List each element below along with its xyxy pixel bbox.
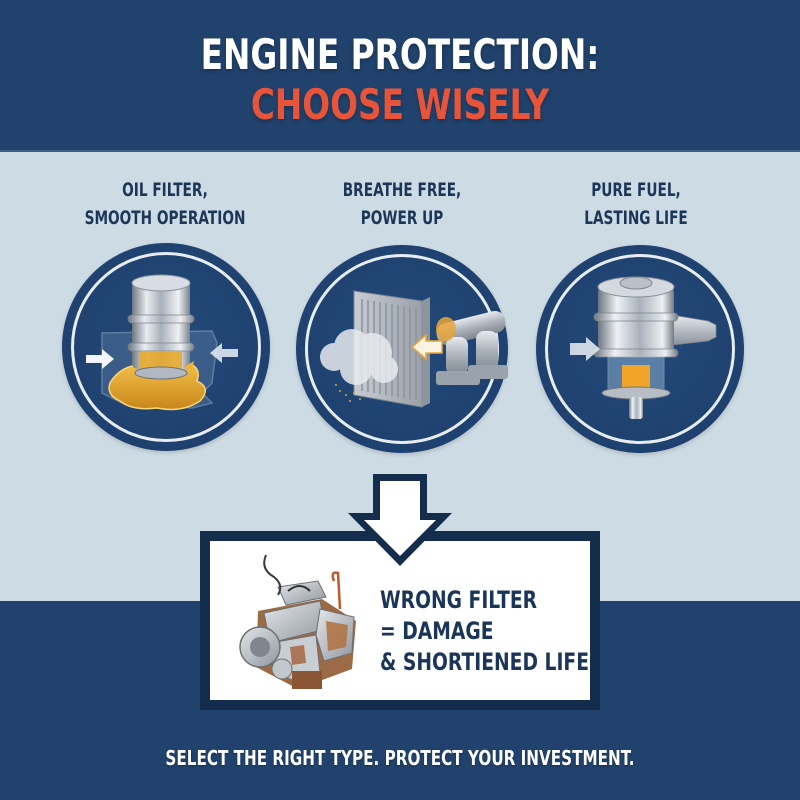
fuel-filter-caption-line2: LASTING LIFE: [584, 207, 688, 229]
page-title-line2: CHOOSE WISELY: [250, 80, 550, 129]
fuel-filter-caption: PURE FUEL, LASTING LIFE: [550, 176, 723, 232]
air-filter-caption: BREATHE FREE, POWER UP: [316, 176, 489, 232]
badge-ring: [545, 254, 735, 444]
oil-filter-caption-line2: SMOOTH OPERATION: [84, 207, 246, 229]
warning-line3: & SHORTIENED LIFE: [380, 648, 589, 676]
air-filter-caption-line1: BREATHE FREE,: [342, 179, 462, 201]
oil-filter-caption: OIL FILTER, SMOOTH OPERATION: [79, 176, 252, 232]
air-filter-badge: [296, 245, 508, 453]
warning-message: WRONG FILTER = DAMAGE & SHORTIENED LIFE: [380, 585, 589, 678]
header-banner: ENGINE PROTECTION: CHOOSE WISELY: [0, 0, 800, 150]
badge-ring: [71, 252, 261, 442]
oil-filter-caption-line1: OIL FILTER,: [122, 179, 208, 201]
air-filter-caption-line2: POWER UP: [360, 207, 444, 229]
footer-tagline: SELECT THE RIGHT TYPE. PROTECT YOUR INVE…: [165, 746, 635, 770]
air-filter-icon: [320, 290, 508, 408]
oil-filter-icon: [86, 274, 238, 411]
fuel-filter-icon: [570, 276, 717, 419]
fuel-filter-caption-line1: PURE FUEL,: [591, 179, 681, 201]
wrong-filter-warning-box: WRONG FILTER = DAMAGE & SHORTIENED LIFE: [200, 531, 600, 710]
warning-line1: WRONG FILTER: [380, 586, 538, 614]
warning-line2: = DAMAGE: [380, 617, 494, 645]
page-title-line1: ENGINE PROTECTION:: [200, 30, 600, 79]
oil-filter-badge: [62, 243, 270, 451]
fuel-filter-badge: [536, 245, 744, 453]
damaged-engine-icon: [239, 554, 356, 689]
